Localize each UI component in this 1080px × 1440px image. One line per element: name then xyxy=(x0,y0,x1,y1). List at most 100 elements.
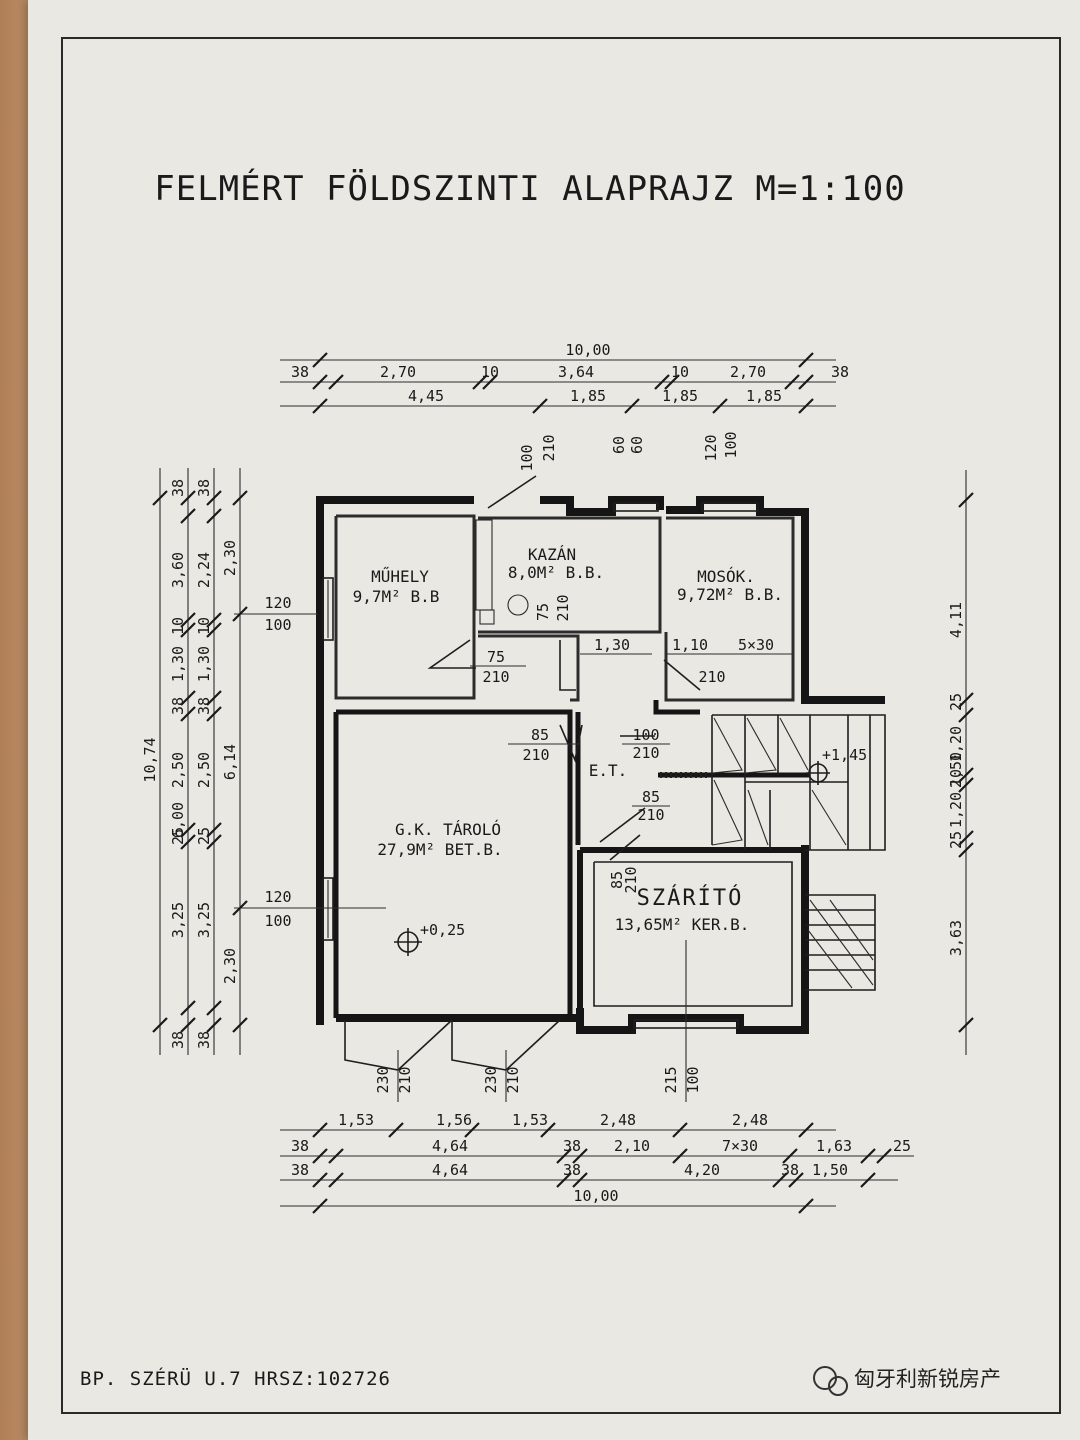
level-garage: +0,25 xyxy=(420,921,465,939)
dimension-label: 38 xyxy=(291,1161,309,1179)
dimension-label: 6,00 xyxy=(169,802,187,838)
dimension-label: 1,20 xyxy=(947,726,965,762)
room-area-garage: 27,9M² BET.B. xyxy=(377,840,502,859)
dimension-tick xyxy=(860,1172,876,1188)
dimension-tick xyxy=(958,777,974,793)
dimension-label: 38 xyxy=(831,363,849,381)
dimension-tick xyxy=(206,622,222,638)
dimension-tick xyxy=(180,822,196,838)
opening-label: 210 xyxy=(622,866,640,893)
opening-label: 210 xyxy=(540,434,558,461)
dimension-label: 2,30 xyxy=(221,540,239,576)
opening-label: 1,30 xyxy=(594,636,630,654)
dimension-tick xyxy=(180,622,196,638)
dimension-tick xyxy=(206,1017,222,1033)
dimension-tick xyxy=(328,374,344,390)
dimension-label: 4,45 xyxy=(408,387,444,405)
dimension-tick xyxy=(180,490,196,506)
dimension-tick xyxy=(472,374,488,390)
dimension-tick xyxy=(532,398,548,414)
dimension-label: 2,70 xyxy=(380,363,416,381)
dimension-tick xyxy=(672,1122,688,1138)
dimension-label: 10,00 xyxy=(565,341,610,359)
room-name-kazan: KAZÁN xyxy=(528,545,576,564)
opening-label: 75 xyxy=(534,603,552,621)
opening-label: 100 xyxy=(684,1066,702,1093)
dimension-label: 1,85 xyxy=(570,387,606,405)
dimension-tick xyxy=(958,842,974,858)
dimension-tick xyxy=(312,352,328,368)
dimension-tick xyxy=(206,834,222,850)
dimension-label: 38 xyxy=(169,479,187,497)
dimension-label: 38 xyxy=(291,1137,309,1155)
room-muhely: MŰHELY 9,7M² B.B xyxy=(353,566,440,606)
dimension-label: 3,25 xyxy=(195,902,213,938)
dimension-tick xyxy=(180,1000,196,1016)
dimension-label: 38 xyxy=(169,1031,187,1049)
room-kazan: KAZÁN 8,0M² B.B. xyxy=(508,545,604,582)
dimension-tick xyxy=(206,822,222,838)
dimension-label: 2,48 xyxy=(600,1111,636,1129)
room-name-garage: G.K. TÁROLÓ xyxy=(395,820,501,839)
dimension-label: 2,48 xyxy=(732,1111,768,1129)
dimension-tick xyxy=(654,374,670,390)
dimension-tick xyxy=(152,490,168,506)
dimension-tick xyxy=(664,374,680,390)
dimension-tick xyxy=(180,1017,196,1033)
dimension-tick xyxy=(180,706,196,722)
room-mosok: MOSÓK. 9,72M² B.B. xyxy=(677,567,783,604)
dimension-tick xyxy=(206,508,222,524)
dimension-label: 4,64 xyxy=(432,1161,468,1179)
dimension-label: 3,63 xyxy=(947,920,965,956)
dimension-tick xyxy=(572,1172,588,1188)
dimension-tick xyxy=(312,1148,328,1164)
dimension-tick xyxy=(876,1148,892,1164)
room-area-kazan: 8,0M² B.B. xyxy=(508,563,604,582)
opening-label: 120 xyxy=(702,434,720,461)
dimension-label: 4,20 xyxy=(684,1161,720,1179)
dimension-tick xyxy=(624,398,640,414)
dimension-tick xyxy=(206,490,222,506)
room-name-mosok: MOSÓK. xyxy=(697,567,755,586)
dimension-tick xyxy=(556,1172,572,1188)
dimension-tick xyxy=(232,490,248,506)
opening-label: 210 xyxy=(504,1066,522,1093)
opening-label: 60 xyxy=(610,436,628,454)
dimension-label: 1,85 xyxy=(662,387,698,405)
room-garage: G.K. TÁROLÓ 27,9M² BET.B. xyxy=(377,820,502,859)
room-area-mosok: 9,72M² B.B. xyxy=(677,585,783,604)
dimension-tick xyxy=(206,706,222,722)
dimension-tick xyxy=(180,508,196,524)
opening-label: 230 xyxy=(374,1066,392,1093)
dimension-label: 1,30 xyxy=(195,646,213,682)
dimension-label: 4,11 xyxy=(947,602,965,638)
level-stair: +1,45 xyxy=(822,746,867,764)
watermark-text: 匈牙利新锐房产 xyxy=(854,1367,1001,1391)
dimension-tick xyxy=(860,1148,876,1164)
dimension-label: 2,50 xyxy=(195,752,213,788)
room-name-muhely: MŰHELY xyxy=(371,566,429,586)
dimension-tick xyxy=(540,1122,556,1138)
dimension-label: 38 xyxy=(195,479,213,497)
dimension-tick xyxy=(788,1172,804,1188)
dimension-label: 2,50 xyxy=(947,752,965,788)
dimension-tick xyxy=(556,1148,572,1164)
dimension-tick xyxy=(784,374,800,390)
dimension-label: 38 xyxy=(169,697,187,715)
opening-label: 120 xyxy=(264,594,291,612)
opening-label: 100 xyxy=(632,726,659,744)
opening-label: 100 xyxy=(264,912,291,930)
opening-labels: 100 210 60 60 120 100 120 100 120 100 75… xyxy=(234,431,792,1102)
dimension-label: 25 xyxy=(195,827,213,845)
dimension-label: 2,70 xyxy=(730,363,766,381)
opening-label: 100 xyxy=(264,616,291,634)
opening-label: 100 xyxy=(518,444,536,471)
plan-title: FELMÉRT FÖLDSZINTI ALAPRAJZ M=1:100 xyxy=(154,168,905,209)
dimension-label: 1,56 xyxy=(436,1111,472,1129)
dimension-tick xyxy=(958,767,974,783)
dimension-label: 7×30 xyxy=(722,1137,758,1155)
opening-label: 5×30 xyxy=(738,636,774,654)
opening-label: 60 xyxy=(628,436,646,454)
dimension-tick xyxy=(232,606,248,622)
